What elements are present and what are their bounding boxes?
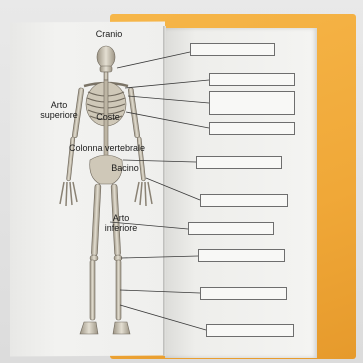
answer-box-7 xyxy=(188,222,274,235)
answer-box-3 xyxy=(209,91,295,115)
answer-box-9 xyxy=(200,287,287,300)
answer-box-6 xyxy=(200,194,288,207)
label-arto-inferiore-line2: inferiore xyxy=(100,223,142,233)
label-arto-superiore-line1: Arto xyxy=(36,100,82,110)
label-colonna-vertebrale: Colonna vertebrale xyxy=(64,143,150,153)
label-arto-superiore-line2: superiore xyxy=(36,110,82,120)
label-arto-inferiore: Arto inferiore xyxy=(100,213,142,233)
label-bacino: Bacino xyxy=(108,163,142,173)
label-arto-superiore: Arto superiore xyxy=(36,100,82,120)
label-coste: Coste xyxy=(92,112,124,122)
answer-box-1 xyxy=(190,43,275,56)
answer-box-5 xyxy=(196,156,282,169)
label-arto-inferiore-line1: Arto xyxy=(100,213,142,223)
answer-box-2 xyxy=(209,73,295,86)
answer-box-8 xyxy=(198,249,285,262)
answer-box-10 xyxy=(206,324,294,337)
leader-lines xyxy=(110,52,209,330)
label-cranio: Cranio xyxy=(92,29,126,39)
answer-box-4 xyxy=(209,122,295,135)
